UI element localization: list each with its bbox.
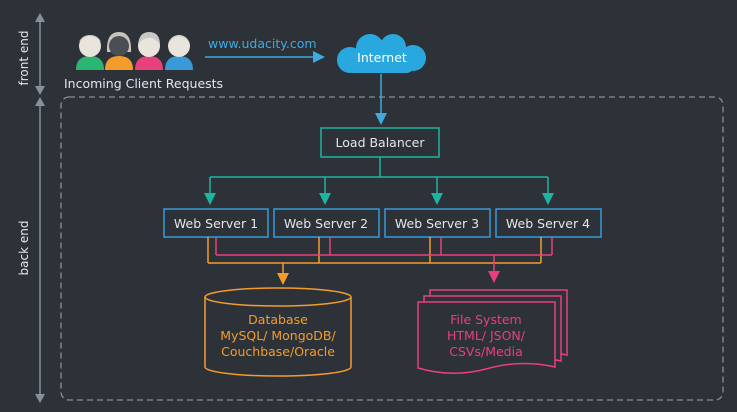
file-system-line-3: CSVs/Media <box>449 344 522 359</box>
database-line-3: Couchbase/Oracle <box>221 344 335 359</box>
file-system-line-2: HTML/ JSON/ <box>447 328 526 343</box>
database-line-2: MySQL/ MongoDB/ <box>220 328 336 343</box>
web-server-label: Web Server 1 <box>174 216 258 231</box>
avatar-3 <box>135 32 163 70</box>
database-cylinder: Database MySQL/ MongoDB/ Couchbase/Oracl… <box>204 287 352 377</box>
internet-cloud: Internet <box>337 34 426 73</box>
web-server-label: Web Server 4 <box>506 216 590 231</box>
fs-connectors <box>215 237 553 283</box>
back-end-label: back end <box>17 221 31 276</box>
front-end-arrow-down <box>35 86 45 95</box>
back-end-container <box>60 96 724 401</box>
client-requests-label: Incoming Client Requests <box>64 76 223 91</box>
web-server-4: Web Server 4 <box>495 208 602 238</box>
web-server-label: Web Server 3 <box>395 216 479 231</box>
load-balancer-label: Load Balancer <box>336 135 426 150</box>
lb-connectors <box>204 157 554 205</box>
file-system-title: File System <box>450 312 522 327</box>
file-system-stack <box>417 289 568 374</box>
web-server-1: Web Server 1 <box>163 208 269 238</box>
back-end-arrow-down <box>35 394 45 403</box>
url-label: www.udacity.com <box>208 36 317 51</box>
front-end-arrow-up <box>35 13 45 22</box>
back-end-arrow-up <box>35 97 45 106</box>
database-title: Database <box>248 312 308 327</box>
avatar-2 <box>105 32 133 70</box>
web-server-2: Web Server 2 <box>273 208 380 238</box>
side-axis: front end back end <box>17 13 45 403</box>
web-server-3: Web Server 3 <box>384 208 491 238</box>
front-end-label: front end <box>17 31 31 86</box>
client-avatars <box>76 32 193 70</box>
db-connectors <box>207 237 542 285</box>
avatar-4 <box>165 35 193 70</box>
internet-label: Internet <box>357 50 407 65</box>
avatar-1 <box>76 35 104 70</box>
web-server-label: Web Server 2 <box>284 216 368 231</box>
